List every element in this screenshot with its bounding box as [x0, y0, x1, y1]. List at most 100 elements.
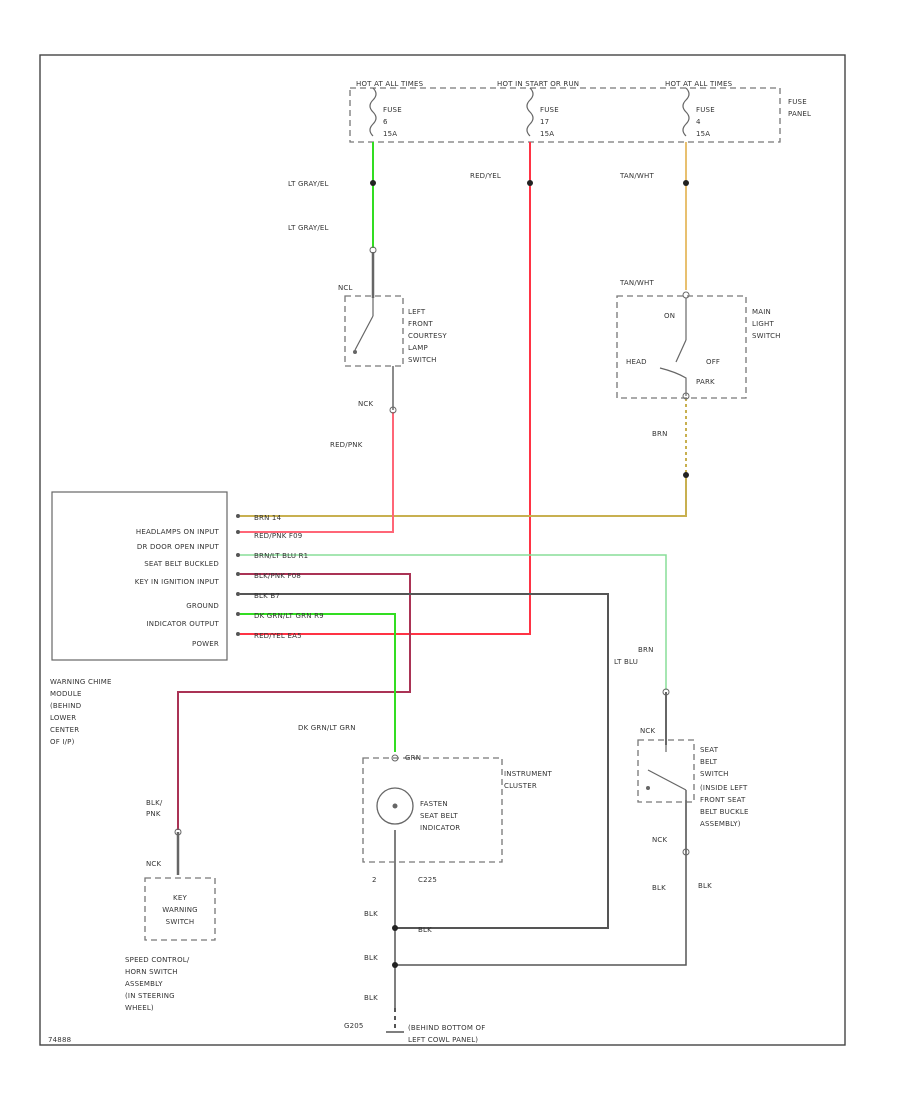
svg-text:FRONT SEAT: FRONT SEAT — [700, 796, 746, 804]
fuse-hot-right-label: HOT AT ALL TIMES — [665, 80, 733, 88]
diagram-frame — [39, 54, 846, 1046]
svg-text:SEAT: SEAT — [700, 746, 719, 754]
svg-text:HORN SWITCH: HORN SWITCH — [125, 968, 178, 976]
wire-label: BLK — [364, 954, 378, 962]
svg-text:KEY: KEY — [173, 894, 187, 902]
wire-label: LT GRAY/EL — [288, 224, 329, 232]
wire-label: PNK — [146, 810, 161, 818]
fuse-panel: HOT AT ALL TIMES HOT IN START OR RUN HOT… — [349, 80, 811, 143]
svg-text:INSTRUMENT: INSTRUMENT — [504, 770, 553, 778]
svg-text:17: 17 — [540, 118, 549, 126]
svg-text:ASSEMBLY: ASSEMBLY — [125, 980, 163, 988]
svg-text:LEFT COWL PANEL): LEFT COWL PANEL) — [408, 1036, 478, 1044]
fuse-17: FUSE 17 15A — [526, 87, 559, 138]
svg-text:SWITCH: SWITCH — [408, 356, 437, 364]
svg-text:FUSE: FUSE — [383, 106, 402, 114]
svg-text:15A: 15A — [540, 130, 554, 138]
wire-label: BLK — [364, 994, 378, 1002]
wire-label: LT GRAY/EL — [288, 180, 329, 188]
wire-label: BLK — [418, 926, 432, 934]
svg-text:COURTESY: COURTESY — [408, 332, 447, 340]
svg-text:SPEED CONTROL/: SPEED CONTROL/ — [125, 956, 190, 964]
connector-pin — [174, 828, 182, 836]
svg-text:DK GRN/LT GRN R9: DK GRN/LT GRN R9 — [254, 612, 324, 620]
seat-belt-switch: NCK NCK SEAT BELT SWITCH (INSIDE LEFT FR… — [637, 727, 749, 852]
svg-text:CENTER: CENTER — [50, 726, 79, 734]
instrument-cluster: GRN FASTEN SEAT BELT INDICATOR INSTRUMEN… — [362, 754, 553, 884]
seatbelt-nc-bottom: NCK — [652, 836, 668, 844]
svg-text:LEFT: LEFT — [408, 308, 426, 316]
svg-text:LAMP: LAMP — [408, 344, 428, 352]
ground-id: G205 — [344, 1022, 364, 1030]
connector-pin — [662, 688, 670, 696]
key-warning-switch: NCK KEY WARNING SWITCH SPEED CONTROL/ HO… — [125, 860, 216, 1012]
fuse-6: FUSE 6 15A — [369, 87, 402, 138]
svg-text:15A: 15A — [383, 130, 397, 138]
wire-label: BRN — [638, 646, 654, 654]
svg-text:POWER: POWER — [192, 640, 219, 648]
svg-text:(INSIDE LEFT: (INSIDE LEFT — [700, 784, 748, 792]
svg-text:MODULE: MODULE — [50, 690, 82, 698]
cluster-pin-num: 2 — [372, 876, 377, 884]
svg-text:HEADLAMPS ON INPUT: HEADLAMPS ON INPUT — [136, 528, 220, 536]
connector-pin — [369, 246, 377, 254]
svg-text:(IN STEERING: (IN STEERING — [125, 992, 175, 1000]
wire-label: BLK — [698, 882, 712, 890]
svg-text:BLK B7: BLK B7 — [254, 592, 280, 600]
wire-label: RED/YEL — [470, 172, 501, 180]
light-switch-on: ON — [664, 312, 675, 320]
svg-text:BELT BUCKLE: BELT BUCKLE — [700, 808, 749, 816]
seat-belt-indicator-lamp-icon — [376, 787, 414, 825]
splice-node — [392, 962, 398, 968]
wire-label: TAN/WHT — [619, 279, 655, 287]
svg-text:BRN 14: BRN 14 — [254, 514, 282, 522]
courtesy-nc-bottom: NCK — [358, 400, 374, 408]
light-switch-park: PARK — [696, 378, 715, 386]
svg-text:SEAT BELT: SEAT BELT — [420, 812, 458, 820]
svg-text:WHEEL): WHEEL) — [125, 1004, 154, 1012]
svg-text:CLUSTER: CLUSTER — [504, 782, 537, 790]
main-light-switch: ON OFF HEAD PARK MAIN LIGHT SWITCH — [616, 295, 781, 399]
svg-text:DR DOOR OPEN INPUT: DR DOOR OPEN INPUT — [137, 543, 220, 551]
light-switch-off: OFF — [706, 358, 720, 366]
svg-text:RED/PNK F09: RED/PNK F09 — [254, 532, 302, 540]
courtesy-lamp-switch: NCL NCK LEFT FRONT COURTESY LAMP SWITCH — [338, 284, 447, 410]
fuse-hot-mid-label: HOT IN START OR RUN — [497, 80, 579, 88]
wire-label: BRN — [652, 430, 668, 438]
splice-node — [527, 180, 533, 186]
svg-text:FUSE: FUSE — [696, 106, 715, 114]
splice-node — [683, 180, 689, 186]
splice-node — [392, 925, 398, 931]
fuse-4: FUSE 4 15A — [682, 87, 715, 138]
splice-node — [370, 180, 376, 186]
svg-text:BRN/LT BLU R1: BRN/LT BLU R1 — [254, 552, 308, 560]
connector-pin — [682, 291, 690, 299]
svg-text:MAIN: MAIN — [752, 308, 771, 316]
wire-brn-lt-blu — [240, 554, 667, 690]
wire-blk-pnk — [177, 573, 411, 830]
fuse-panel-label-1: FUSE — [788, 98, 807, 106]
fuse-hot-left-label: HOT AT ALL TIMES — [356, 80, 424, 88]
svg-text:WARNING CHIME: WARNING CHIME — [50, 678, 112, 686]
svg-text:RED/YEL EA5: RED/YEL EA5 — [254, 632, 302, 640]
seatbelt-nc-top: NCK — [640, 727, 656, 735]
svg-text:KEY IN IGNITION INPUT: KEY IN IGNITION INPUT — [135, 578, 220, 586]
wire-label: TAN/WHT — [619, 172, 655, 180]
svg-text:6: 6 — [383, 118, 388, 126]
svg-text:SWITCH: SWITCH — [166, 918, 195, 926]
svg-text:ASSEMBLY): ASSEMBLY) — [700, 820, 741, 828]
wire-brn-solid — [240, 470, 687, 517]
wire-red-pnk — [240, 412, 394, 533]
svg-text:SWITCH: SWITCH — [752, 332, 781, 340]
svg-text:WARNING: WARNING — [162, 906, 198, 914]
key-switch-nc: NCK — [146, 860, 162, 868]
wire-label: RED/PNK — [330, 441, 363, 449]
svg-text:LOWER: LOWER — [50, 714, 76, 722]
wire-label: BLK/ — [146, 799, 163, 807]
svg-text:(BEHIND BOTTOM OF: (BEHIND BOTTOM OF — [408, 1024, 485, 1032]
warning-chime-module: HEADLAMPS ON INPUT DR DOOR OPEN INPUT SE… — [50, 491, 324, 746]
wire-label: DK GRN/LT GRN — [298, 724, 356, 732]
svg-text:FUSE: FUSE — [540, 106, 559, 114]
svg-text:GROUND: GROUND — [186, 602, 219, 610]
